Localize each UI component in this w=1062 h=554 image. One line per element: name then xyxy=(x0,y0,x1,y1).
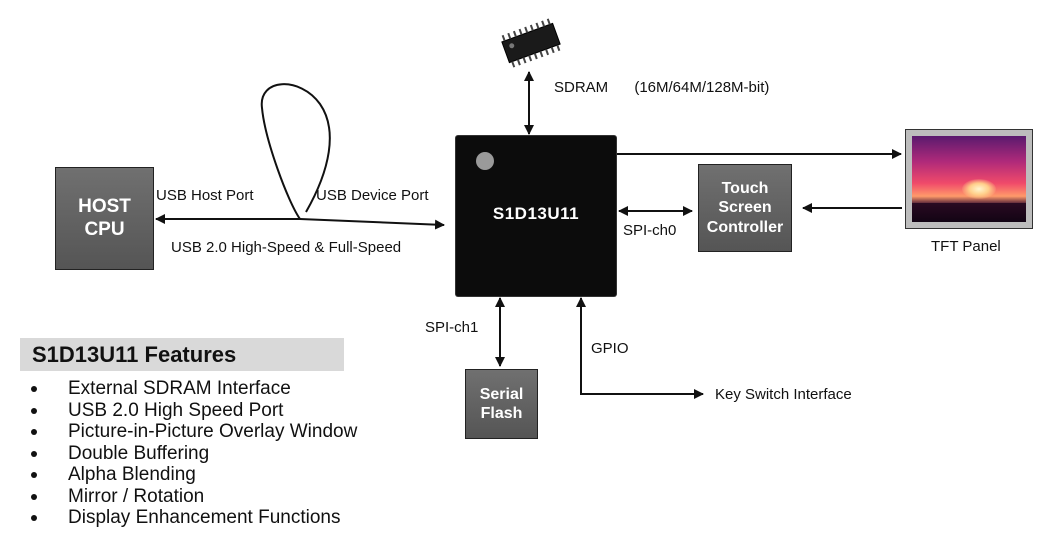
feature-item: Double Buffering xyxy=(28,443,357,465)
host-cpu-label-line2: CPU xyxy=(84,218,125,240)
usb-host-port-label: USB Host Port xyxy=(156,187,254,204)
touch-label-line2: Screen xyxy=(718,199,772,217)
tft-panel-image xyxy=(905,129,1033,229)
usb-device-arrow xyxy=(299,218,445,230)
bullet-icon xyxy=(31,515,37,521)
feature-text: Picture-in-Picture Overlay Window xyxy=(68,421,358,442)
flash-label-line1: Serial xyxy=(479,385,524,403)
sdram-sizes: (16M/64M/128M-bit) xyxy=(634,79,770,96)
feature-item: Alpha Blending xyxy=(28,464,357,486)
gpio-label: GPIO xyxy=(591,340,629,357)
bullet-icon xyxy=(31,407,37,414)
bullet-icon xyxy=(31,386,37,392)
usb-speed-label: USB 2.0 High-Speed & Full-Speed xyxy=(171,239,402,256)
host-cpu-box: HOST CPU xyxy=(55,167,154,270)
feature-text: USB 2.0 High Speed Port xyxy=(68,399,284,421)
bullet-icon xyxy=(31,429,37,435)
usb-device-port-label: USB Device Port xyxy=(316,187,429,204)
bullet-icon xyxy=(31,493,37,500)
touch-label-line1: Touch xyxy=(721,180,769,198)
gpio-arrow xyxy=(576,297,704,399)
host-cpu-label-line1: HOST xyxy=(78,195,131,217)
flash-label-line2: Flash xyxy=(480,405,523,422)
feature-item: Mirror / Rotation xyxy=(28,486,357,508)
key-switch-label: Key Switch Interface xyxy=(715,386,852,403)
bullet-icon xyxy=(31,450,37,457)
usb-cable-loop xyxy=(260,83,331,220)
sdram-label-text: SDRAM xyxy=(554,79,609,96)
feature-item: External SDRAM Interface xyxy=(28,378,357,400)
feature-item: Display Enhancement Functions xyxy=(28,507,357,529)
touch-label-line3: Controller xyxy=(706,218,784,236)
sdram-chip-icon xyxy=(501,18,561,68)
tft-panel-label: TFT Panel xyxy=(931,238,1001,255)
bullet-icon xyxy=(31,472,37,478)
pin1-marker-icon xyxy=(476,152,494,170)
feature-item: USB 2.0 High Speed Port xyxy=(28,400,357,422)
sdram-label: SDRAM (16M/64M/128M-bit) xyxy=(554,79,769,96)
s1d13u11-chip: S1D13U11 xyxy=(456,136,616,296)
touch-controller-box: Touch Screen Controller xyxy=(698,164,792,252)
serial-flash-box: Serial Flash xyxy=(465,369,538,439)
feature-text: External SDRAM Interface xyxy=(68,378,291,399)
sunset-display-icon xyxy=(912,136,1026,222)
features-list: External SDRAM Interface USB 2.0 High Sp… xyxy=(28,378,357,529)
feature-text: Alpha Blending xyxy=(68,464,196,485)
features-title: S1D13U11 Features xyxy=(20,338,344,371)
feature-item: Picture-in-Picture Overlay Window xyxy=(28,421,357,443)
feature-text: Mirror / Rotation xyxy=(68,485,205,507)
spi-ch1-label: SPI-ch1 xyxy=(425,319,479,336)
feature-text: Display Enhancement Functions xyxy=(68,507,341,528)
feature-text: Double Buffering xyxy=(68,442,210,464)
chip-name: S1D13U11 xyxy=(492,204,580,223)
spi-ch0-label: SPI-ch0 xyxy=(623,222,677,239)
